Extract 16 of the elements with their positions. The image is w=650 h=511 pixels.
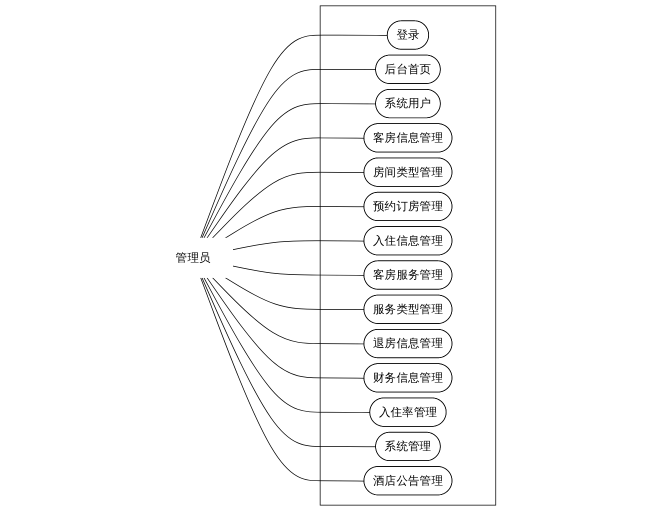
- connector: [232, 240, 365, 250]
- connector: [200, 34, 388, 239]
- connector: [212, 172, 365, 239]
- cluster: [320, 5, 496, 506]
- connector: [202, 69, 377, 239]
- connector: [206, 138, 365, 239]
- connector: [206, 277, 365, 379]
- connector: [232, 266, 365, 276]
- connector: [224, 277, 365, 310]
- connector: [200, 277, 365, 482]
- connector: [204, 103, 377, 239]
- connector: [224, 206, 365, 239]
- connector: [212, 277, 365, 344]
- connector: [202, 277, 377, 448]
- node-text: 管理员: [176, 250, 211, 264]
- connector: [204, 277, 371, 413]
